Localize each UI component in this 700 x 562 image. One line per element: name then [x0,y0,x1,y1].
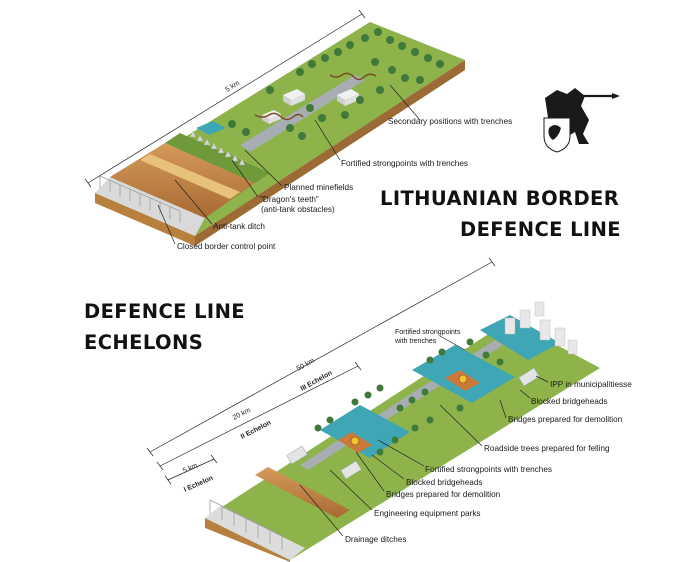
label-planned-minefields: Planned minefields [284,183,353,192]
river [320,405,410,458]
bottom-leader-lines [299,335,549,537]
forest [228,28,444,140]
label-fortified-strongpoints-b2: with trenches [394,338,437,345]
vytis-coat-of-arms-icon [543,88,620,153]
drainage-ditch [255,467,350,518]
title-bottom-line1: DEFENCE LINE [84,300,245,323]
sand-strip [140,154,240,199]
label-blocked-bridgeheads-a: Blocked bridgeheads [531,397,607,406]
label-fortified-strongpoints-b1: Fortified strongpoints [395,329,461,336]
label-engineering-parks: Engineering equipment parks [374,509,481,518]
title-top-line2: DEFENCE LINE [460,218,621,241]
label-blocked-bridgeheads-b: Blocked bridgeheads [406,478,482,487]
bottom-terrain-block [205,301,600,562]
border-strip [205,506,305,560]
label-bridges-demolition-a: Bridges prepared for demolition [508,415,623,424]
dragons-teeth [189,130,246,166]
bottom-terrain-surface [205,320,600,560]
echelon-label-1: I Echelon [183,475,214,494]
distance-label-20km: 20 km [232,407,252,422]
river [480,315,560,360]
distance-label: 5 km [224,80,241,94]
echelon-label-2: II Echelon [240,420,273,441]
road [240,75,365,152]
label-ipp: IPP in municipalitiesse [550,380,632,389]
house [337,89,359,106]
title-bottom-line2: ECHELONS [84,331,203,354]
label-border-control-point: Closed border control point [177,242,276,251]
top-terrain-block [95,22,465,246]
demolition-marker-icon [350,374,468,446]
engineering-park [518,367,540,387]
label-roadside-trees: Roadside trees prepared for felling [484,444,610,453]
label-bridges-demolition-b: Bridges prepared for demolition [386,490,501,499]
grass-band [165,133,270,183]
top-terrain-side-face [195,60,465,246]
trench-line [254,112,304,121]
label-fortified-trenches: Fortified strongpoints with trenches [425,465,552,474]
forest [314,338,504,456]
title-top-line1: LITHUANIAN BORDER [380,187,619,210]
label-drainage-ditches: Drainage ditches [345,535,406,544]
top-leader-lines [157,84,421,245]
distance-label-50km: 50 km [296,357,316,372]
border-fence [209,499,283,550]
border-fence [99,175,181,223]
label-dragons-teeth-sub: (anti-tank obstacles) [261,205,335,214]
label-dragons-teeth: "Dragon's teeth" [260,195,319,204]
pond [196,121,226,135]
distance-label-5km: 5 km [182,462,199,475]
trench-line [329,72,377,81]
label-anti-tank-ditch: Anti-tank ditch [213,222,265,231]
distance-marker-5km: 5 km I Echelon [164,454,218,494]
engineering-park [340,460,362,480]
buildings [504,301,578,355]
label-fortified-strongpoints: Fortified strongpoints with trenches [341,159,468,168]
house [283,89,305,106]
engineering-park [286,445,308,465]
bottom-terrain-front-face [205,518,290,562]
label-secondary-positions: Secondary positions with trenches [388,117,512,126]
